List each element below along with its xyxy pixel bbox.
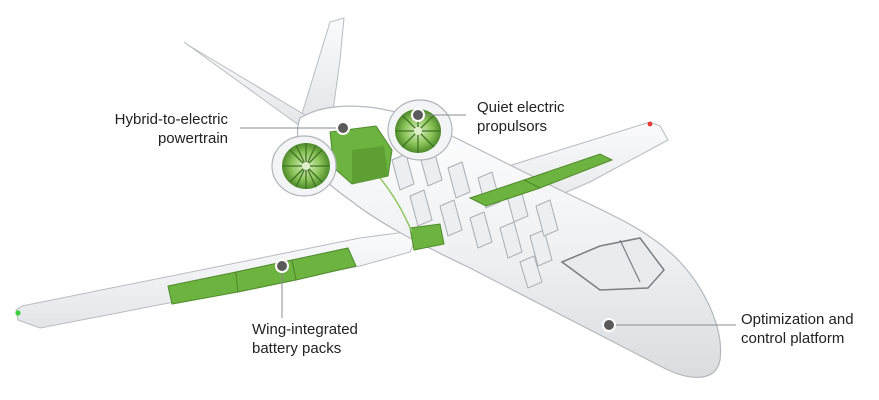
label-platform-line1: Optimization and [741, 311, 854, 328]
label-propulsors-line1: Quiet electric [477, 99, 565, 116]
marker-platform [602, 318, 616, 332]
propulsor-left [271, 135, 337, 197]
label-propulsors-line2: propulsors [477, 118, 548, 135]
marker-powertrain [336, 121, 350, 135]
label-platform: Optimization and control platform [741, 310, 875, 348]
marker-battery [275, 259, 289, 273]
label-battery-line1: Wing-integrated [252, 321, 358, 338]
label-platform-line2: control platform [741, 330, 845, 347]
cockpit-frame [619, 239, 641, 283]
label-powertrain-line1: Hybrid-to-electric [114, 111, 228, 128]
vertical-tail [299, 17, 345, 121]
callout-markers [275, 108, 616, 332]
wingtip-light-right [647, 121, 653, 127]
wingtip-light-left [15, 310, 21, 316]
label-propulsors: Quiet electric propulsors [477, 98, 617, 136]
label-battery-line2: battery packs [252, 340, 342, 357]
cockpit-window [560, 237, 665, 291]
label-battery: Wing-integrated battery packs [252, 320, 392, 358]
battery-packs-right-wing [468, 153, 614, 207]
label-powertrain-line2: powertrain [157, 130, 228, 147]
callout-leader-lines [240, 114, 736, 326]
label-powertrain: Hybrid-to-electric powertrain [80, 110, 228, 148]
powertrain-module [329, 125, 445, 251]
marker-propulsors [411, 108, 425, 122]
